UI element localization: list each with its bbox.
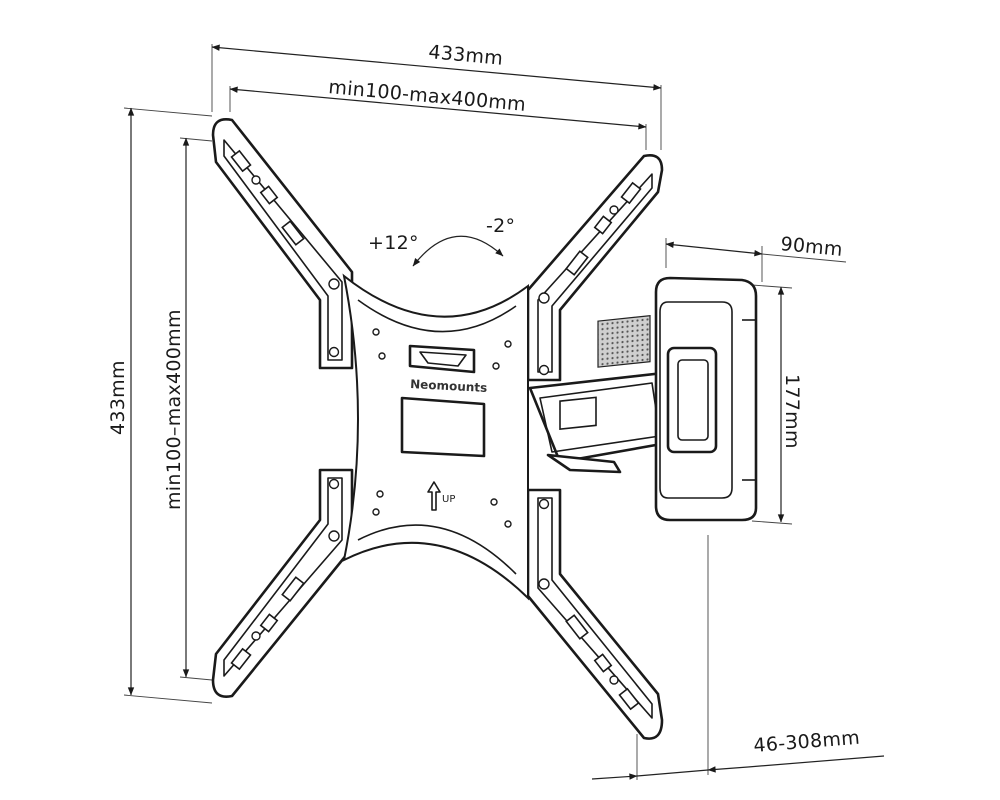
dimension-wall-plate-width: 90mm [665, 233, 847, 282]
vesa-bracket: Neomounts UP [211, 118, 664, 740]
swing-arm [528, 315, 686, 474]
plate-holes [372, 328, 512, 528]
dimension-vesa-vertical: min100–max400mm [163, 137, 213, 681]
bracket-arm-top-left [211, 118, 354, 370]
vesa-horizontal-label: min100-max400mm [328, 76, 527, 116]
dimension-overall-height: 433mm [107, 107, 213, 704]
arm-vent-mesh [597, 315, 651, 368]
tilt-up-label: +12° [368, 232, 419, 254]
bracket-arm-top-right [526, 154, 664, 382]
wall-distance-label: 46-308mm [753, 727, 861, 757]
bracket-arm-bottom-left [211, 468, 354, 698]
overall-width-label: 433mm [428, 41, 504, 70]
bracket-arm-bottom-right [526, 488, 664, 740]
brand-label: Neomounts [410, 377, 488, 395]
dimension-vesa-horizontal: min100-max400mm [229, 76, 647, 150]
dimension-wall-distance: 46-308mm [591, 535, 885, 780]
wall-plate [654, 276, 758, 522]
wall-plate-height-label: 177mm [781, 374, 803, 449]
vesa-vertical-label: min100–max400mm [163, 309, 185, 510]
tilt-down-label: -2° [486, 215, 515, 237]
up-label: UP [442, 494, 455, 505]
up-arrow-icon [427, 481, 441, 511]
dimension-wall-plate-height: 177mm [751, 284, 803, 525]
plate-label-window [400, 396, 486, 458]
overall-height-label: 433mm [107, 360, 129, 435]
tilt-indicator: +12° -2° [368, 215, 515, 267]
plate-handle [408, 344, 476, 374]
